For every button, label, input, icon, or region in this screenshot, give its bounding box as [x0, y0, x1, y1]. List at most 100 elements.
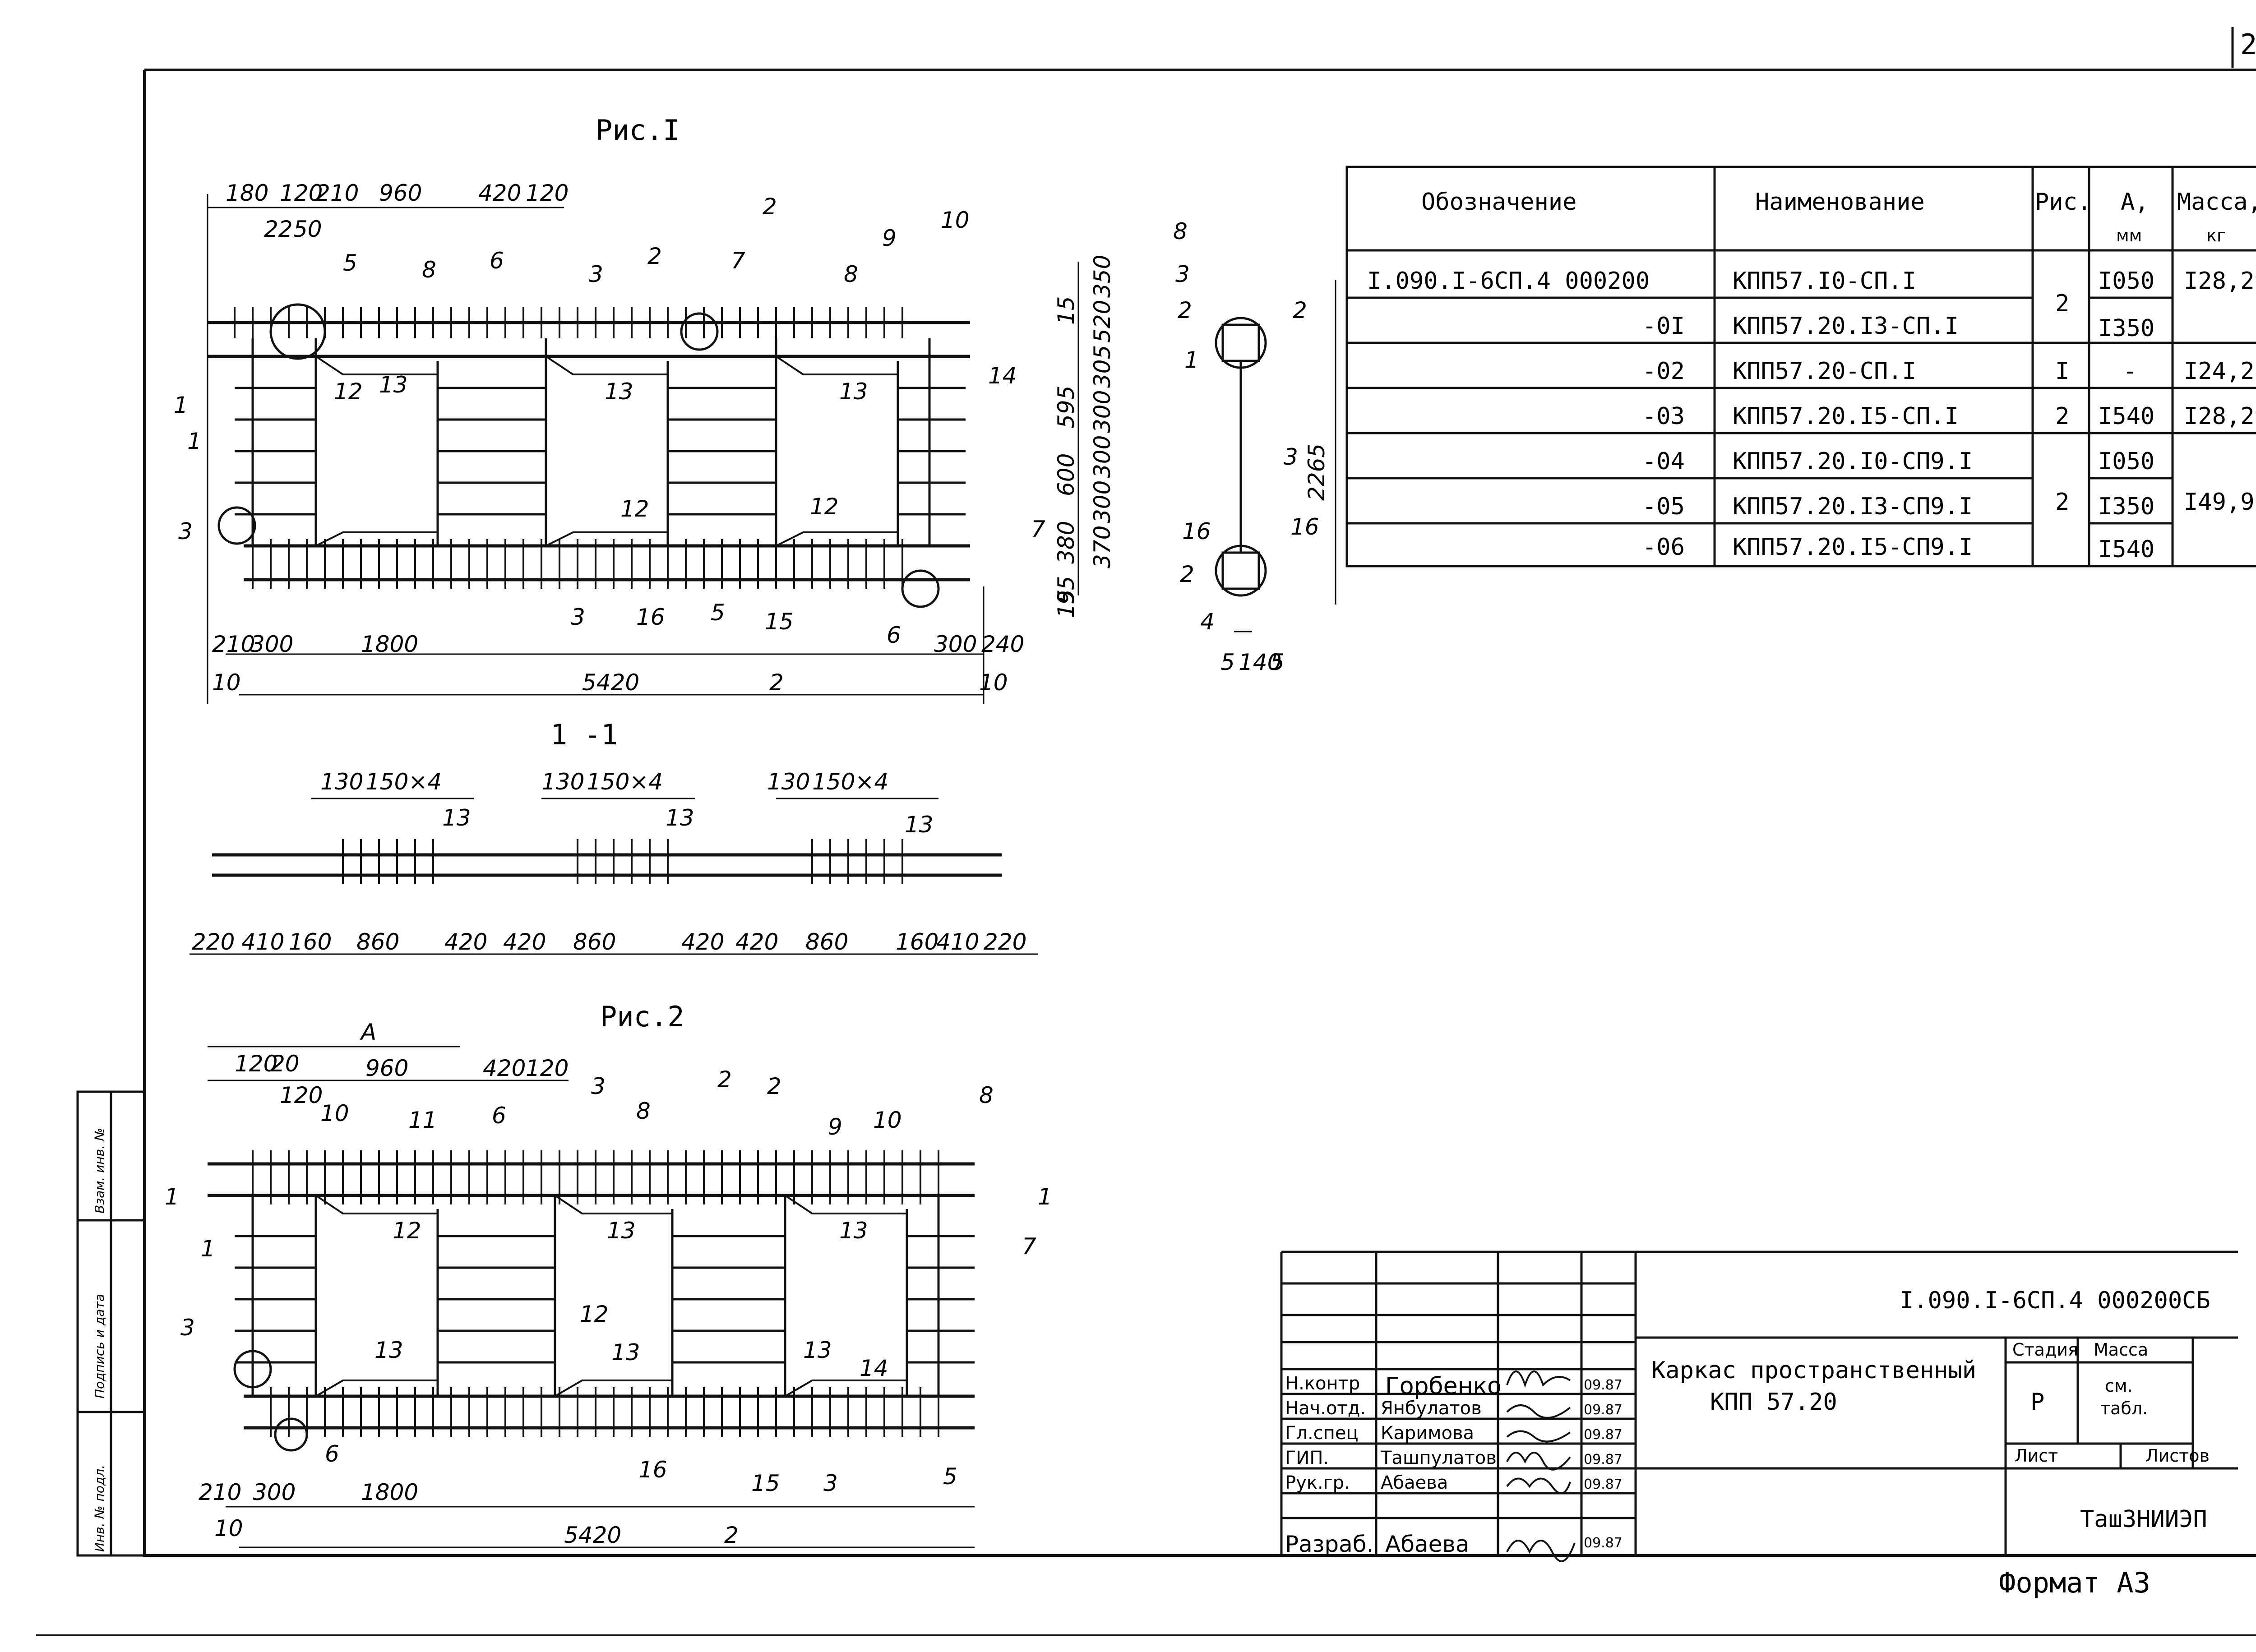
svg-text:8: 8 — [1173, 218, 1188, 245]
svg-text:13: 13 — [839, 378, 868, 405]
svg-text:13: 13 — [442, 805, 471, 831]
table-cell: КПП57.20-СП.I — [1733, 358, 1916, 385]
svg-text:130: 130 — [320, 769, 363, 795]
svg-text:Каримова: Каримова — [1381, 1423, 1474, 1444]
svg-text:15: 15 — [751, 1470, 780, 1496]
doc-title-line2: КПП 57.20 — [1710, 1389, 1837, 1416]
fig2-bottom-dims: 210 300 1800 5420 10 — [199, 1479, 621, 1548]
svg-text:220: 220 — [984, 929, 1026, 955]
svg-text:Н.контр: Н.контр — [1285, 1373, 1360, 1394]
fig1-callouts: 5 8 6 3 2 7 8 9 10 12 13 13 13 14 1 3 12… — [178, 207, 1045, 648]
svg-text:9: 9 — [828, 1114, 842, 1140]
svg-text:300: 300 — [1089, 435, 1115, 478]
svg-text:13: 13 — [605, 378, 633, 405]
fig2-title: Рис.2 — [600, 1000, 684, 1033]
svg-text:22: 22 — [264, 216, 293, 242]
table-cell: I540 — [2098, 403, 2154, 430]
section-1-1 — [190, 798, 1038, 955]
svg-text:2: 2 — [1293, 297, 1307, 323]
svg-text:120: 120 — [526, 180, 569, 206]
svg-text:2: 2 — [763, 194, 777, 220]
svg-text:1800: 1800 — [361, 1479, 418, 1505]
svg-text:13: 13 — [666, 805, 694, 831]
table-cell: КПП57.20.I0-СП9.I — [1733, 448, 1973, 475]
svg-text:12: 12 — [580, 1301, 609, 1327]
svg-text:5: 5 — [1220, 649, 1235, 675]
svg-text:1: 1 — [201, 1236, 215, 1262]
svg-text:95: 95 — [1053, 576, 1079, 605]
svg-text:10: 10 — [873, 1107, 902, 1133]
svg-text:8: 8 — [844, 261, 858, 287]
svg-text:210: 210 — [212, 631, 255, 657]
svg-text:Ташпулатов: Ташпулатов — [1380, 1448, 1497, 1468]
svg-text:180: 180 — [226, 180, 268, 206]
svg-text:410: 410 — [241, 929, 284, 955]
svg-text:2: 2 — [717, 1066, 732, 1093]
fig2-top-dims: A 120 20 960 420 120 120 — [235, 1019, 569, 1108]
svg-text:10: 10 — [320, 1100, 349, 1126]
svg-text:09.87: 09.87 — [1584, 1477, 1623, 1492]
svg-text:Обозначение: Обозначение — [1421, 189, 1576, 216]
svg-text:Нач.отд.: Нач.отд. — [1285, 1398, 1366, 1419]
spec-table-grid — [1345, 166, 2256, 568]
svg-text:11: 11 — [408, 1107, 437, 1133]
svg-text:50: 50 — [293, 216, 322, 242]
svg-text:5: 5 — [343, 250, 357, 276]
table-cell: I28,29 — [2184, 403, 2256, 430]
svg-text:6: 6 — [887, 622, 901, 648]
svg-text:120: 120 — [526, 1055, 569, 1081]
spec-table-rows: I.090.I-6СП.4 000200 КПП57.I0-СП.I 2 I05… — [1367, 268, 2256, 563]
svg-text:130: 130 — [541, 769, 584, 795]
table-cell: 2 — [2055, 403, 2069, 430]
svg-text:6: 6 — [490, 248, 504, 274]
svg-text:13: 13 — [374, 1337, 403, 1363]
table-cell: КПП57.20.I3-СП.I — [1733, 313, 1959, 340]
svg-text:5: 5 — [1270, 649, 1285, 675]
svg-text:5: 5 — [711, 600, 725, 626]
svg-text:3: 3 — [178, 518, 193, 545]
mass-value-2: табл. — [2100, 1398, 2148, 1418]
table-cell: I24,27 — [2184, 358, 2256, 385]
svg-text:3: 3 — [180, 1315, 195, 1341]
svg-text:420: 420 — [735, 929, 778, 955]
svg-text:2: 2 — [647, 243, 662, 269]
svg-text:7: 7 — [1022, 1233, 1036, 1260]
svg-text:10: 10 — [979, 669, 1008, 696]
svg-text:Горбенко: Горбенко — [1385, 1373, 1502, 1400]
svg-text:2: 2 — [1180, 561, 1194, 587]
svg-text:13: 13 — [839, 1218, 868, 1244]
svg-text:520: 520 — [1089, 300, 1115, 343]
svg-text:3: 3 — [591, 1073, 606, 1099]
side-stamp — [76, 1090, 146, 1557]
svg-text:300: 300 — [250, 631, 293, 657]
svg-text:09.87: 09.87 — [1584, 1535, 1623, 1551]
svg-text:мм: мм — [2116, 226, 2142, 245]
svg-text:Рук.гр.: Рук.гр. — [1285, 1472, 1350, 1493]
svg-text:Взам. инв. №: Взам. инв. № — [92, 1128, 107, 1214]
svg-text:A: A — [360, 1019, 376, 1045]
section-top-dims: 130 150×4 130 150×4 130 150×4 13 13 13 — [320, 769, 934, 838]
svg-text:1: 1 — [165, 1184, 179, 1210]
svg-text:16: 16 — [636, 604, 665, 630]
svg-text:210: 210 — [199, 1479, 241, 1505]
svg-text:8: 8 — [636, 1098, 651, 1124]
fig1-title: Рис.I — [596, 114, 680, 147]
svg-text:10: 10 — [941, 207, 970, 233]
mass-value-1: см. — [2105, 1376, 2133, 1396]
svg-text:380: 380 — [1053, 521, 1079, 564]
svg-text:3: 3 — [1175, 261, 1190, 287]
svg-text:210: 210 — [316, 180, 359, 206]
svg-text:ГИП.: ГИП. — [1285, 1448, 1329, 1468]
svg-text:960: 960 — [365, 1055, 408, 1081]
svg-text:420: 420 — [478, 180, 521, 206]
svg-text:8: 8 — [422, 257, 436, 283]
table-cell: I050 — [2098, 448, 2154, 475]
svg-text:5420: 5420 — [582, 669, 639, 696]
fig2-callouts: 10 11 6 3 8 2 9 10 8 12 13 13 7 1 3 12 1… — [180, 1073, 1036, 1496]
svg-text:6: 6 — [325, 1441, 339, 1467]
svg-text:13: 13 — [607, 1218, 636, 1244]
svg-text:300: 300 — [253, 1479, 296, 1505]
svg-text:120: 120 — [280, 180, 323, 206]
svg-text:2: 2 — [1178, 297, 1192, 323]
svg-text:Разраб.: Разраб. — [1285, 1531, 1373, 1557]
